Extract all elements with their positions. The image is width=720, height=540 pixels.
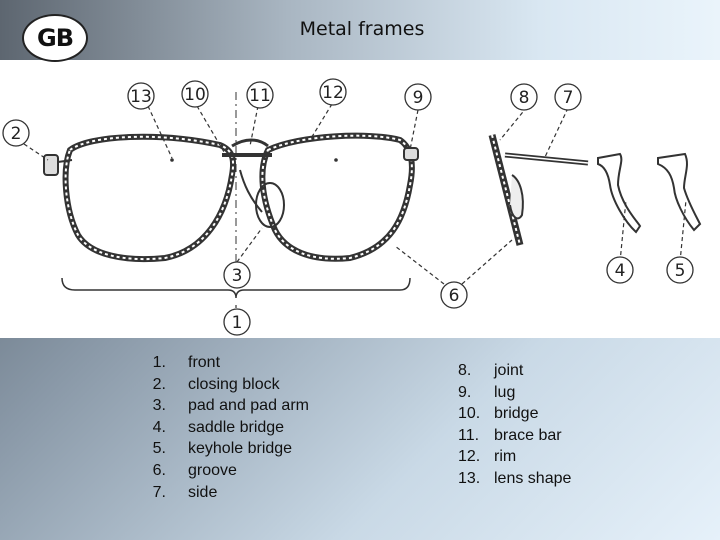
legend-item: 1.front bbox=[152, 354, 221, 371]
legend-item: 3.pad and pad arm bbox=[152, 397, 309, 415]
callout-7: 7 bbox=[563, 88, 574, 108]
callout-8: 8 bbox=[519, 88, 530, 108]
leader-lines bbox=[23, 103, 687, 285]
legend-right: 8.joint 9.lug 10.bridge 11.brace bar 12.… bbox=[448, 360, 571, 490]
callout-5: 5 bbox=[675, 261, 686, 281]
legend-item: 11.brace bar bbox=[458, 426, 562, 444]
legend-left: 1.front 2.closing block 3.pad and pad ar… bbox=[138, 352, 309, 503]
front-bracket bbox=[61, 277, 411, 299]
right-rim bbox=[259, 132, 415, 262]
legend-item: 12.rim bbox=[458, 448, 517, 466]
side-view bbox=[488, 134, 589, 246]
legend-item: 9.lug bbox=[458, 383, 516, 401]
header-bar: Metal frames bbox=[0, 0, 720, 60]
left-rim bbox=[62, 133, 237, 263]
gb-logo: GB bbox=[22, 14, 88, 62]
frames-diagram-svg: 1 2 3 4 5 6 7 8 9 10 11 12 13 bbox=[2, 78, 702, 336]
callout-3: 3 bbox=[232, 266, 243, 286]
callout-13: 13 bbox=[130, 87, 152, 107]
bridge bbox=[222, 138, 285, 228]
slide-title: Metal frames bbox=[299, 18, 425, 40]
legend-item: 7.side bbox=[152, 483, 218, 501]
legend-item: 4.saddle bridge bbox=[152, 418, 285, 436]
legend-item: 6.groove bbox=[152, 461, 237, 479]
lens-center-dot bbox=[334, 158, 338, 162]
legend-item: 8.joint bbox=[458, 362, 524, 379]
callout-11: 11 bbox=[249, 86, 271, 106]
callout-12: 12 bbox=[322, 83, 344, 103]
frames-diagram: 1 2 3 4 5 6 7 8 9 10 11 12 13 bbox=[0, 60, 720, 338]
callout-1: 1 bbox=[232, 313, 243, 333]
callout-2: 2 bbox=[11, 124, 22, 144]
legend-item: 5.keyhole bridge bbox=[152, 440, 293, 458]
legend-item: 10.bridge bbox=[458, 405, 539, 423]
callout-6: 6 bbox=[449, 286, 460, 306]
callout-10: 10 bbox=[184, 85, 206, 105]
legend-item: 13.lens shape bbox=[458, 469, 572, 487]
legend-item: 2.closing block bbox=[152, 375, 280, 393]
callout-circles bbox=[2, 78, 694, 336]
callout-4: 4 bbox=[615, 261, 626, 281]
keyhole-bridge-part bbox=[657, 152, 702, 232]
callout-9: 9 bbox=[413, 88, 424, 108]
lug bbox=[403, 147, 419, 161]
saddle-bridge-part bbox=[597, 152, 642, 234]
lens-center-dot bbox=[170, 158, 174, 162]
